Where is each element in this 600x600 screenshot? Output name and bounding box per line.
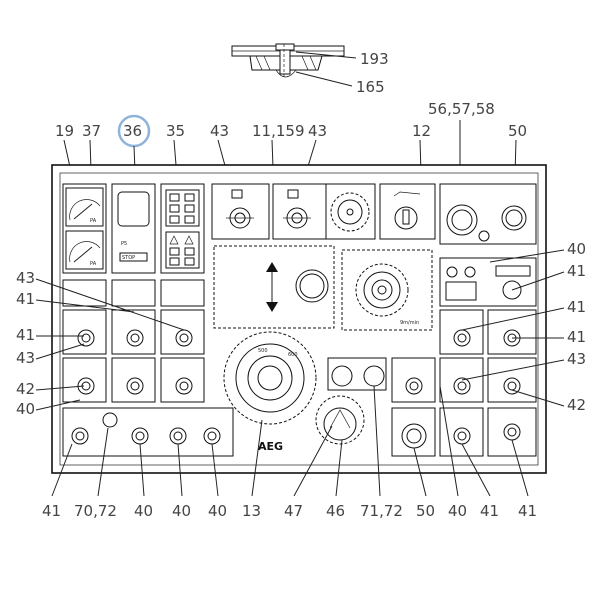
callout-bottom-46: 46 (326, 502, 345, 520)
bottom-right-controls (391, 407, 537, 457)
p5-label: P5 (121, 241, 127, 247)
callout-165: 165 (356, 78, 385, 96)
indicator-grid-35 (160, 183, 205, 274)
callout-right-40: 40 (567, 240, 586, 258)
scale-label: 9m/min (400, 320, 419, 326)
callout-bottom-41-c: 41 (518, 502, 537, 520)
callout-43-b: 43 (308, 122, 327, 140)
callout-right-42: 42 (567, 396, 586, 414)
stop-button-label: STOP (122, 255, 135, 261)
callout-right-41-b: 41 (567, 298, 586, 316)
right-leader-lines (461, 249, 565, 407)
callout-bottom-70-72: 70,72 (74, 502, 117, 520)
callout-193: 193 (360, 50, 389, 68)
callout-left-40: 40 (16, 400, 35, 418)
speed-dial-large: 9m/min (341, 249, 433, 331)
callout-left-41-a: 41 (16, 290, 35, 308)
dial-top-label: 500 (258, 348, 268, 354)
callout-bottom-40-c: 40 (208, 502, 227, 520)
display-unit-36: P5 STOP (111, 183, 156, 274)
key-selector-46 (315, 395, 365, 445)
bottom-leader-lines (51, 385, 529, 497)
brand-logo: AEG (258, 440, 283, 453)
right-indicator-box (439, 257, 537, 307)
callout-right-41-c: 41 (567, 328, 586, 346)
callout-bottom-40-d: 40 (448, 502, 467, 520)
key-switch-box (379, 183, 436, 240)
callout-bottom-71-72: 71,72 (360, 502, 403, 520)
callout-right-43: 43 (567, 350, 586, 368)
speed-dial-small (325, 183, 376, 240)
callout-bottom-41-a: 41 (42, 502, 61, 520)
selector-switch-top-2 (272, 183, 327, 240)
gauge-cluster: PA PA (62, 183, 107, 274)
callout-left-43-a: 43 (16, 269, 35, 287)
callout-bottom-40-a: 40 (134, 502, 153, 520)
callout-56-57-58: 56,57,58 (428, 100, 495, 118)
callout-left-43-b: 43 (16, 349, 35, 367)
callout-19: 19 (55, 122, 74, 140)
selector-switch-top-1 (211, 183, 270, 240)
left-leader-lines (35, 278, 185, 411)
callout-12: 12 (412, 122, 431, 140)
rotary-dial-13: 500 600 (223, 331, 317, 425)
callout-11-159: 11,159 (252, 122, 305, 140)
emergency-stop-box (439, 183, 537, 245)
callout-bottom-41-b: 41 (480, 502, 499, 520)
callout-37: 37 (82, 122, 101, 140)
callout-bottom-40-b: 40 (172, 502, 191, 520)
callout-bottom-13: 13 (242, 502, 261, 520)
gauge-1-unit: PA (90, 218, 97, 224)
right-switch-grid (391, 309, 537, 403)
callout-left-42: 42 (16, 380, 35, 398)
callout-43-a: 43 (210, 122, 229, 140)
travel-direction-area (213, 245, 335, 329)
callout-right-41-a: 41 (567, 262, 586, 280)
callout-left-41-b: 41 (16, 326, 35, 344)
callout-bottom-47: 47 (284, 502, 303, 520)
callout-36: 36 (123, 122, 142, 140)
dial-top-right-label: 600 (288, 352, 298, 358)
callout-35: 35 (166, 122, 185, 140)
bottom-left-switch-strip (62, 407, 234, 457)
callout-bottom-50: 50 (416, 502, 435, 520)
mounting-detail (231, 43, 345, 78)
indicator-lights-71-72 (327, 357, 387, 391)
gauge-2-unit: PA (90, 261, 97, 267)
callout-50-top: 50 (508, 122, 527, 140)
left-switch-grid (62, 309, 205, 403)
